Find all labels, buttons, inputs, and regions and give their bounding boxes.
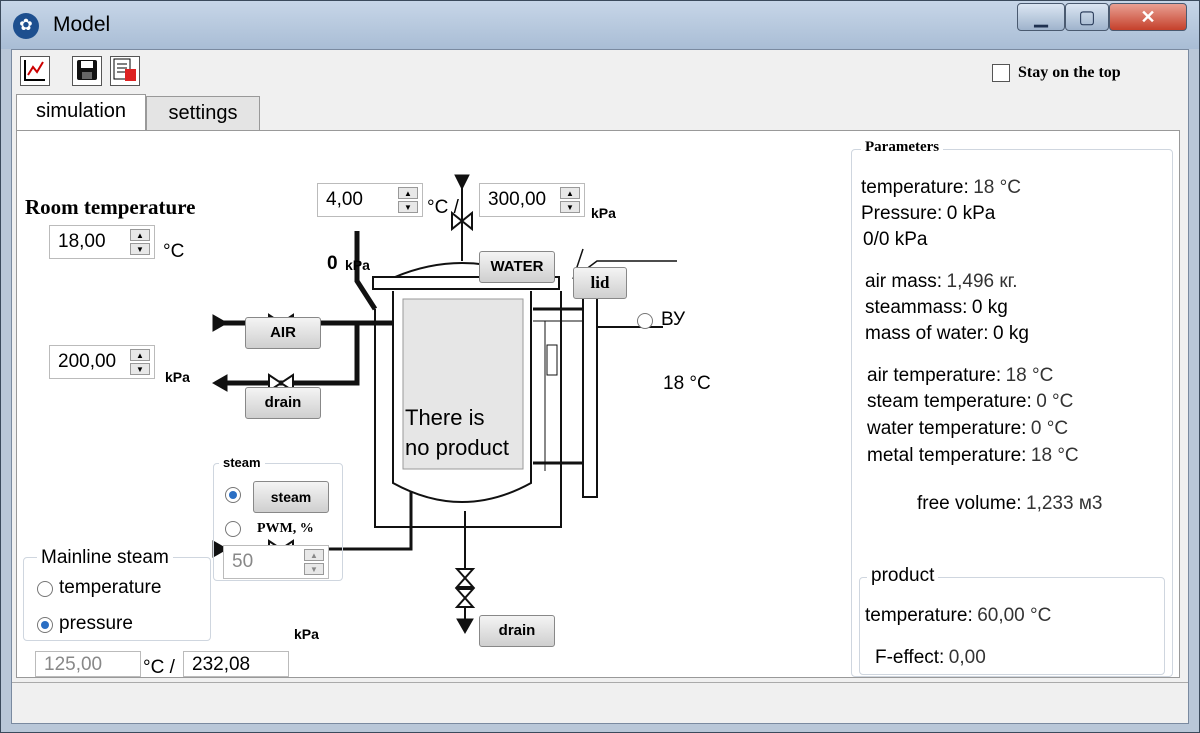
steam-radio[interactable] [225, 487, 241, 503]
vessel-status-line2: no product [405, 435, 509, 460]
air-pressure-input[interactable]: 200,00 ▲▼ [49, 345, 155, 379]
pwm-radio[interactable] [225, 521, 241, 537]
water-pressure-stepper[interactable]: ▲▼ [560, 187, 580, 213]
param-metal-temperature: metal temperature: 18 °C [867, 445, 1079, 466]
drain-bottom-button[interactable]: drain [479, 615, 555, 647]
lid-button[interactable]: lid [573, 267, 627, 299]
steam-button[interactable]: steam [253, 481, 329, 513]
product-temperature: temperature: 60,00 °C [865, 605, 1052, 626]
param-ratio: 0/0 kPa [863, 229, 928, 250]
param-air-mass: air mass: 1,496 кг. [865, 271, 1018, 292]
save-icon[interactable] [72, 56, 102, 86]
pwm-stepper[interactable]: ▲▼ [304, 549, 324, 575]
product-f-effect: F-effect: 0,00 [875, 647, 986, 668]
product-group [859, 577, 1165, 675]
room-temperature-stepper[interactable]: ▲▼ [130, 229, 150, 255]
mainline-pressure-radio[interactable] [37, 617, 53, 633]
mainline-steam-title: Mainline steam [37, 547, 173, 569]
param-free-volume: free volume: 1,233 м3 [917, 493, 1103, 514]
parameters-title: Parameters [861, 139, 944, 156]
gauge-value: 0 [327, 253, 338, 274]
mainline-pressure-input[interactable]: 232,08 [183, 651, 289, 677]
water-pressure-unit: kPa [591, 205, 616, 221]
water-temperature-input[interactable]: 4,00 ▲▼ [317, 183, 423, 217]
mainline-pressure-unit: kPa [294, 626, 319, 642]
parameters-group [851, 149, 1173, 677]
mainline-temperature-unit: °C / [143, 657, 175, 678]
water-temperature-unit: °C / [427, 197, 459, 218]
chart-icon[interactable] [20, 56, 50, 86]
water-button[interactable]: WATER [479, 251, 555, 283]
status-bar [12, 682, 1188, 723]
mainline-pressure-label: pressure [59, 613, 133, 634]
client-area: Stay on the top simulation settings [11, 49, 1189, 724]
vessel-status: There is no product [405, 403, 509, 463]
param-water-temperature: water temperature: 0 °C [867, 418, 1069, 439]
gauge-unit: kPa [345, 257, 370, 273]
pwm-input[interactable]: 50 ▲▼ [223, 545, 329, 579]
tab-simulation[interactable]: simulation [16, 94, 146, 130]
jacket-temperature: 18 °C [663, 373, 711, 394]
title-bar: ✿ Model ▁ ▢ ✕ [1, 1, 1199, 49]
window-title: Model [53, 13, 111, 36]
param-water-mass: mass of water: 0 kg [865, 323, 1029, 344]
export-icon[interactable] [110, 56, 140, 86]
app-icon: ✿ [13, 13, 39, 39]
mainline-temperature-label: temperature [59, 577, 162, 598]
air-button[interactable]: AIR [245, 317, 321, 349]
room-temperature-input[interactable]: 18,00 ▲▼ [49, 225, 155, 259]
param-pressure: Pressure: 0 kPa [861, 203, 996, 224]
vu-label: ВУ [661, 309, 686, 330]
pwm-label: PWM, % [257, 521, 314, 536]
room-temperature-unit: °C [163, 241, 185, 262]
close-button[interactable]: ✕ [1109, 3, 1187, 31]
air-pressure-stepper[interactable]: ▲▼ [130, 349, 150, 375]
param-air-temperature: air temperature: 18 °C [867, 365, 1054, 386]
tab-settings[interactable]: settings [146, 96, 260, 130]
minimize-button[interactable]: ▁ [1017, 3, 1065, 31]
steam-group [213, 463, 343, 581]
stay-on-top-checkbox[interactable] [992, 64, 1010, 82]
param-temperature: temperature: 18 °C [861, 177, 1021, 198]
param-steam-mass: steammass: 0 kg [865, 297, 1008, 318]
bottom-valve-icon [454, 568, 476, 588]
room-temperature-heading: Room temperature [25, 195, 196, 219]
param-steam-temperature: steam temperature: 0 °C [867, 391, 1074, 412]
vessel-status-line1: There is [405, 405, 485, 430]
water-valve-icon [451, 210, 473, 232]
drain-top-button[interactable]: drain [245, 387, 321, 419]
mainline-temperature-radio[interactable] [37, 581, 53, 597]
stay-on-top-label: Stay on the top [1018, 64, 1121, 81]
vu-radio[interactable] [637, 313, 653, 329]
product-title: product [867, 565, 939, 587]
maximize-button[interactable]: ▢ [1065, 3, 1109, 31]
steam-group-title: steam [219, 455, 265, 470]
water-temperature-stepper[interactable]: ▲▼ [398, 187, 418, 213]
simulation-panel: Room temperature 18,00 ▲▼ °C 4,00 ▲▼ °C … [16, 130, 1180, 678]
mainline-temperature-input[interactable]: 125,00 [35, 651, 141, 677]
air-pressure-unit: kPa [165, 369, 190, 385]
water-pressure-input[interactable]: 300,00 ▲▼ [479, 183, 585, 217]
